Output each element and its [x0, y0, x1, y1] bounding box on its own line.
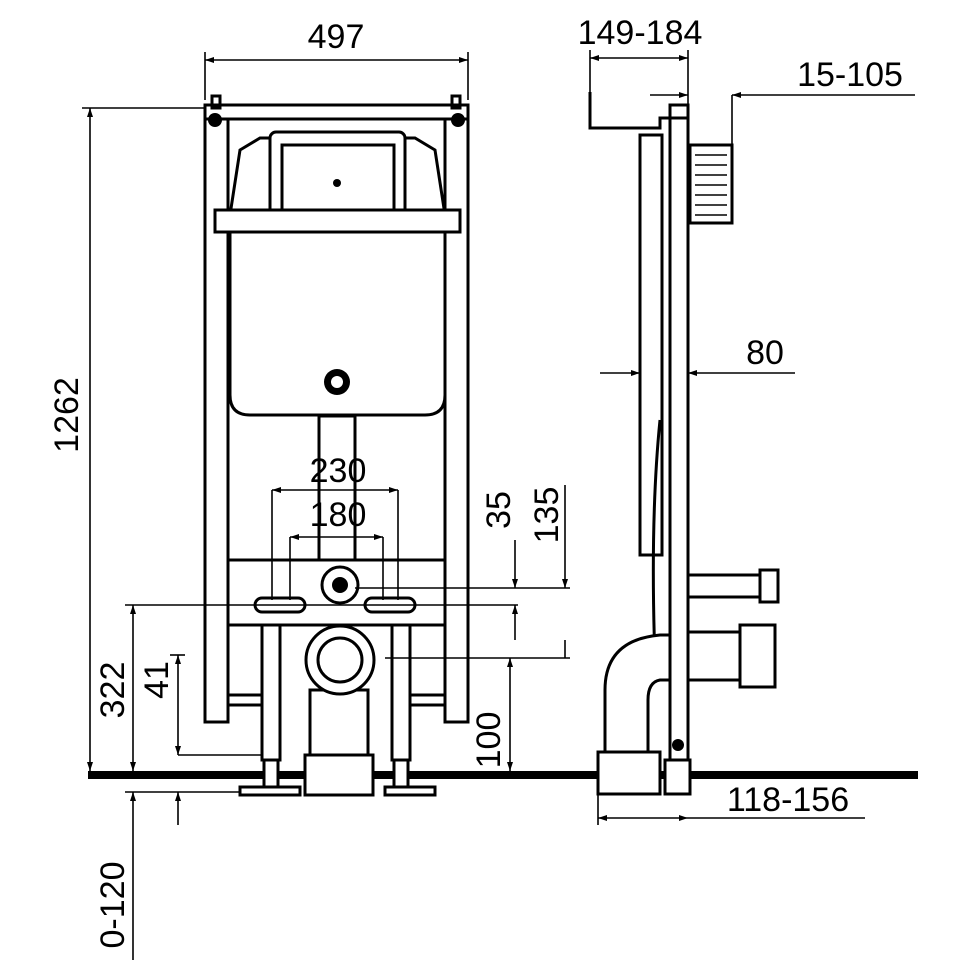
dimension-lines	[82, 50, 915, 960]
dim-322: 322	[94, 662, 132, 719]
dim-180: 180	[310, 496, 367, 534]
dim-0-120: 0-120	[94, 862, 132, 949]
dim-35: 35	[480, 491, 518, 529]
dim-135: 135	[528, 487, 566, 544]
dim-149-184: 149-184	[578, 14, 703, 52]
floor-line	[88, 771, 918, 779]
dim-230: 230	[310, 452, 367, 490]
dim-height-1262: 1262	[48, 377, 86, 453]
dim-118-156: 118-156	[727, 781, 849, 819]
dim-41: 41	[138, 661, 176, 699]
side-view	[588, 92, 780, 796]
dim-80: 80	[746, 334, 784, 372]
dim-100: 100	[470, 712, 508, 769]
front-view	[203, 94, 470, 797]
dim-width-497: 497	[308, 18, 365, 56]
dim-15-105: 15-105	[797, 56, 903, 94]
